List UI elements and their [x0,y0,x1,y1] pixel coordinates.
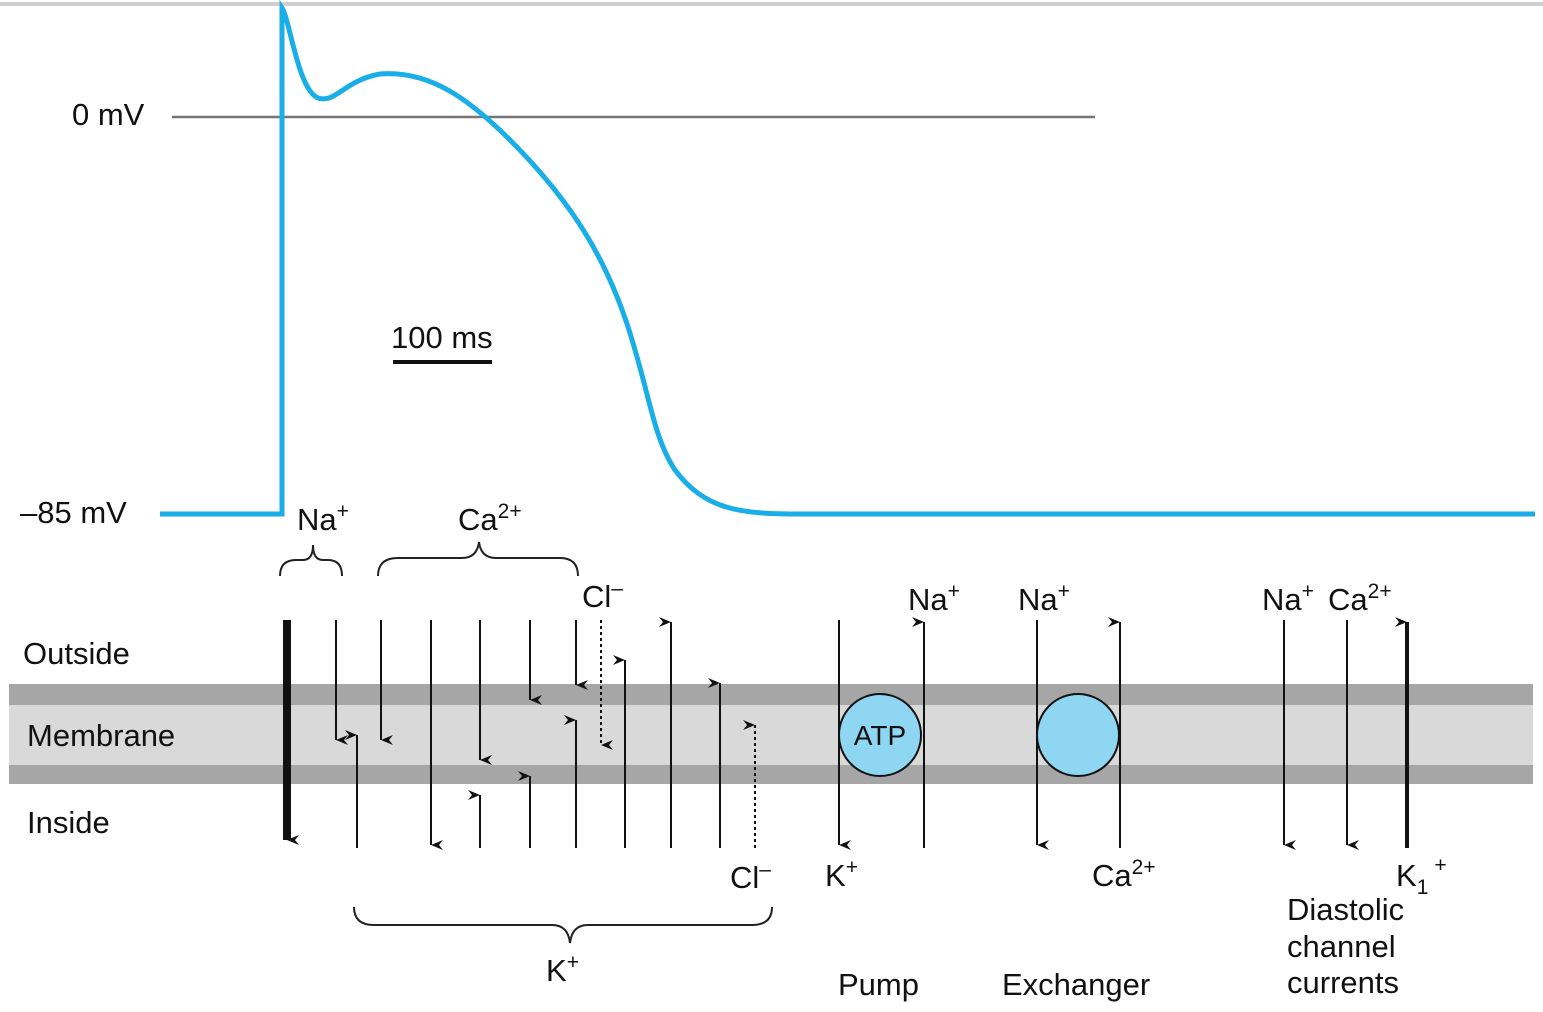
scale-bar-label: 100 ms [391,320,493,355]
na-top-label: Na+ [297,500,349,537]
cl-top-label: Cl– [582,577,623,614]
diastolic-label-line-1: Diastolic [1287,892,1404,927]
ca-top-label: Ca2+ [458,500,522,537]
pump-label: Pump [838,967,919,1002]
exchanger-ca-label: Ca2+ [1092,856,1156,893]
membrane-inner [9,705,1533,765]
ca-brace [377,541,579,577]
channel-arrows [335,617,756,850]
action-potential-trace [160,0,1535,517]
exchanger-na-label: Na+ [1018,580,1070,617]
pump-circle [838,693,922,777]
inside-label: Inside [27,805,110,840]
outside-label: Outside [23,636,130,671]
exchanger-label: Exchanger [1002,967,1150,1002]
na-brace [279,544,343,577]
diastolic-k1-label: K1+ [1396,854,1447,899]
diastolic-na-label: Na+ [1262,580,1314,617]
atp-label: ATP [854,720,906,751]
diastolic-ca-label: Ca2+ [1328,580,1392,617]
k-brace [353,906,773,944]
diastolic-label-line-3: currents [1287,965,1399,1000]
pump-na-label: Na+ [908,580,960,617]
exchanger-circle [1036,693,1120,777]
zero-mv-label: 0 mV [72,97,145,132]
membrane-label: Membrane [27,718,175,753]
diastolic-label-line-2: channel [1287,929,1396,964]
cl-bottom-label: Cl– [730,858,771,895]
rest-mv-label: –85 mV [20,495,127,530]
pump-k-label: K+ [825,856,858,893]
k-bottom-label: K+ [546,951,579,988]
